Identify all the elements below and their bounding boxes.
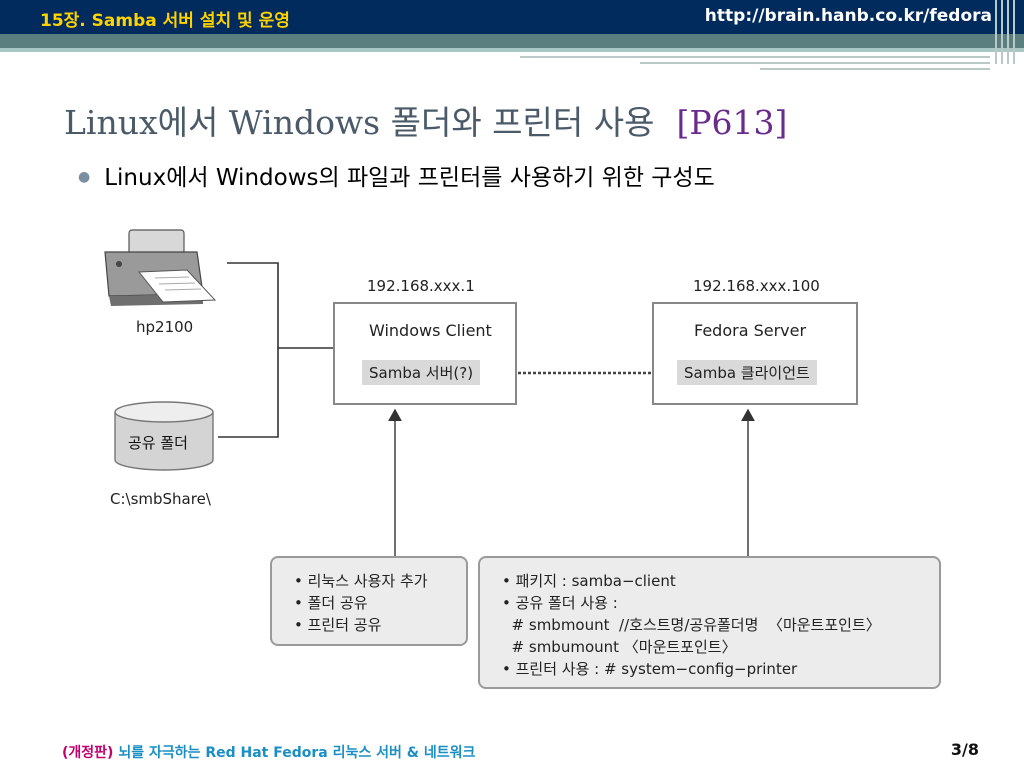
header-deco-line — [640, 62, 990, 64]
footer-book-name: 뇌를 자극하는 Red Hat Fedora 리눅스 서버 & 네트워크 — [118, 745, 476, 761]
note-item: • 공유 폴더 사용 : — [502, 594, 618, 612]
printer-icon — [104, 229, 217, 306]
note-item: # smbmount //호스트명/공유폴더명 〈마운트포인트〉 — [502, 616, 881, 634]
note-item: • 프린터 공유 — [294, 616, 382, 634]
windows-tasks-note: • 리눅스 사용자 추가 • 폴더 공유 • 프린터 공유 — [270, 556, 468, 646]
site-url[interactable]: http://brain.hanb.co.kr/fedora — [704, 6, 992, 26]
printer-label: hp2100 — [136, 318, 194, 336]
shared-folder-path: C:\smbShare\ — [110, 490, 211, 508]
bullet-text: Linux에서 Windows의 파일과 프린터를 사용하기 위한 구성도 — [104, 165, 715, 191]
note-item: • 리눅스 사용자 추가 — [294, 572, 428, 590]
bullet-dot-icon: ● — [78, 169, 91, 185]
bullet-point: ● Linux에서 Windows의 파일과 프린터를 사용하기 위한 구성도 — [78, 158, 715, 192]
windows-client-title: Windows Client — [369, 321, 492, 340]
samba-server-chip: Samba 서버(?) — [362, 360, 481, 385]
chapter-title: 15장. Samba 서버 설치 및 운영 — [40, 11, 290, 31]
samba-client-chip: Samba 클라이언트 — [677, 360, 817, 385]
fedora-server-box — [652, 302, 858, 405]
page-reference: [P613] — [676, 103, 788, 142]
slide-number: 3/8 — [950, 740, 979, 759]
header-deco-line — [995, 0, 997, 64]
windows-client-box — [333, 302, 517, 405]
header-deco-line — [760, 68, 990, 70]
header-deco-line — [1007, 0, 1009, 64]
note-item: • 패키지 : samba−client — [502, 572, 676, 590]
shared-folder-label: 공유 폴더 — [128, 434, 188, 452]
header-bar: 15장. Samba 서버 설치 및 운영 http://brain.hanb.… — [0, 0, 1024, 34]
header-deco-line — [520, 56, 990, 58]
shared-folder-icon — [114, 401, 214, 471]
note-item: • 폴더 공유 — [294, 594, 368, 612]
fedora-ip: 192.168.xxx.100 — [693, 277, 820, 295]
footer-book-title: (개정판) 뇌를 자극하는 Red Hat Fedora 리눅스 서버 & 네트… — [62, 742, 475, 762]
header-deco-line — [1001, 0, 1003, 64]
footer-edition: (개정판) — [62, 745, 114, 761]
printer-connector — [227, 262, 333, 349]
fedora-server-title: Fedora Server — [694, 321, 807, 340]
note-item: # smbumount 〈마운트포인트〉 — [502, 638, 737, 656]
slide-title-text: Linux에서 Windows 폴더와 프린터 사용 — [64, 103, 655, 142]
slide-title: Linux에서 Windows 폴더와 프린터 사용 [P613] — [64, 96, 787, 144]
fedora-commands-note: • 패키지 : samba−client • 공유 폴더 사용 : # smbm… — [478, 556, 941, 689]
header-deco-line — [1013, 0, 1015, 64]
header-accent-line — [0, 48, 1024, 52]
header-accent-band — [0, 34, 1024, 48]
share-connector — [218, 348, 279, 438]
windows-ip: 192.168.xxx.1 — [367, 277, 475, 295]
note-item: • 프린터 사용 : # system−config−printer — [502, 660, 798, 678]
